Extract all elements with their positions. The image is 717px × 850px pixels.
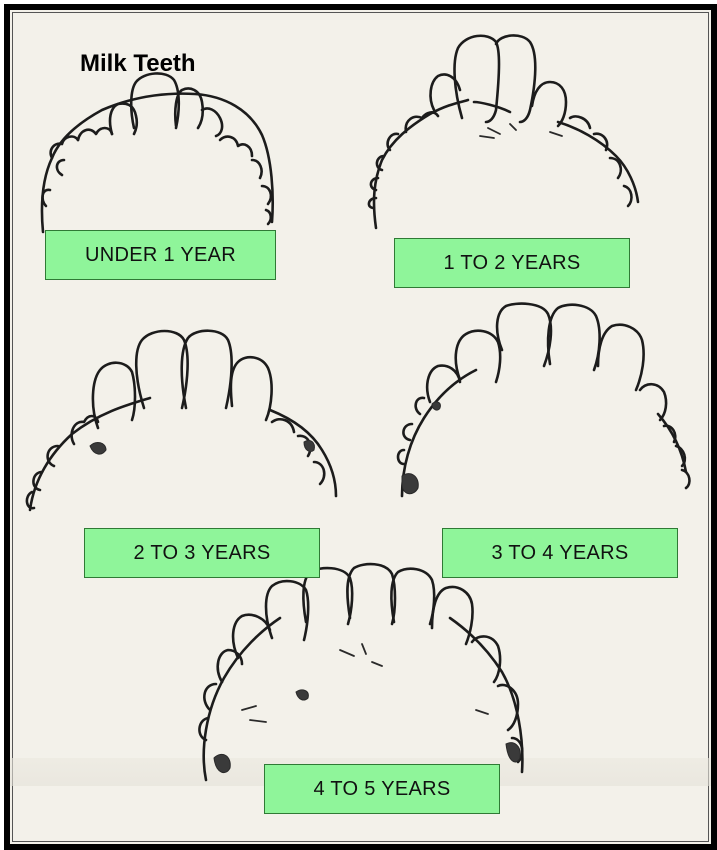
diagram-frame: Milk Teeth UNDER 1 YEAR 1 TO 2 YEARS 2 T… xyxy=(4,4,717,850)
gum-marks-4-to-5 xyxy=(242,644,488,722)
label-under-1-year: UNDER 1 YEAR xyxy=(45,230,276,280)
label-3-to-4-years: 3 TO 4 YEARS xyxy=(442,528,678,578)
label-2-to-3-years: 2 TO 3 YEARS xyxy=(84,528,320,578)
teeth-illustrations xyxy=(10,10,711,844)
label-1-to-2-years: 1 TO 2 YEARS xyxy=(394,238,630,288)
jaw-3-to-4-years xyxy=(398,304,689,496)
gum-marks-1-to-2 xyxy=(480,124,562,138)
jaw-under-1-year xyxy=(42,73,273,232)
shading-2-to-3 xyxy=(90,440,314,454)
diagram-title: Milk Teeth xyxy=(80,50,196,78)
jaw-1-to-2-years xyxy=(369,35,638,228)
jaw-2-to-3-years xyxy=(27,331,336,510)
shading-3-to-4 xyxy=(402,402,440,494)
jaw-4-to-5-years xyxy=(199,564,522,780)
shading-4-to-5 xyxy=(214,690,520,773)
label-4-to-5-years: 4 TO 5 YEARS xyxy=(264,764,500,814)
